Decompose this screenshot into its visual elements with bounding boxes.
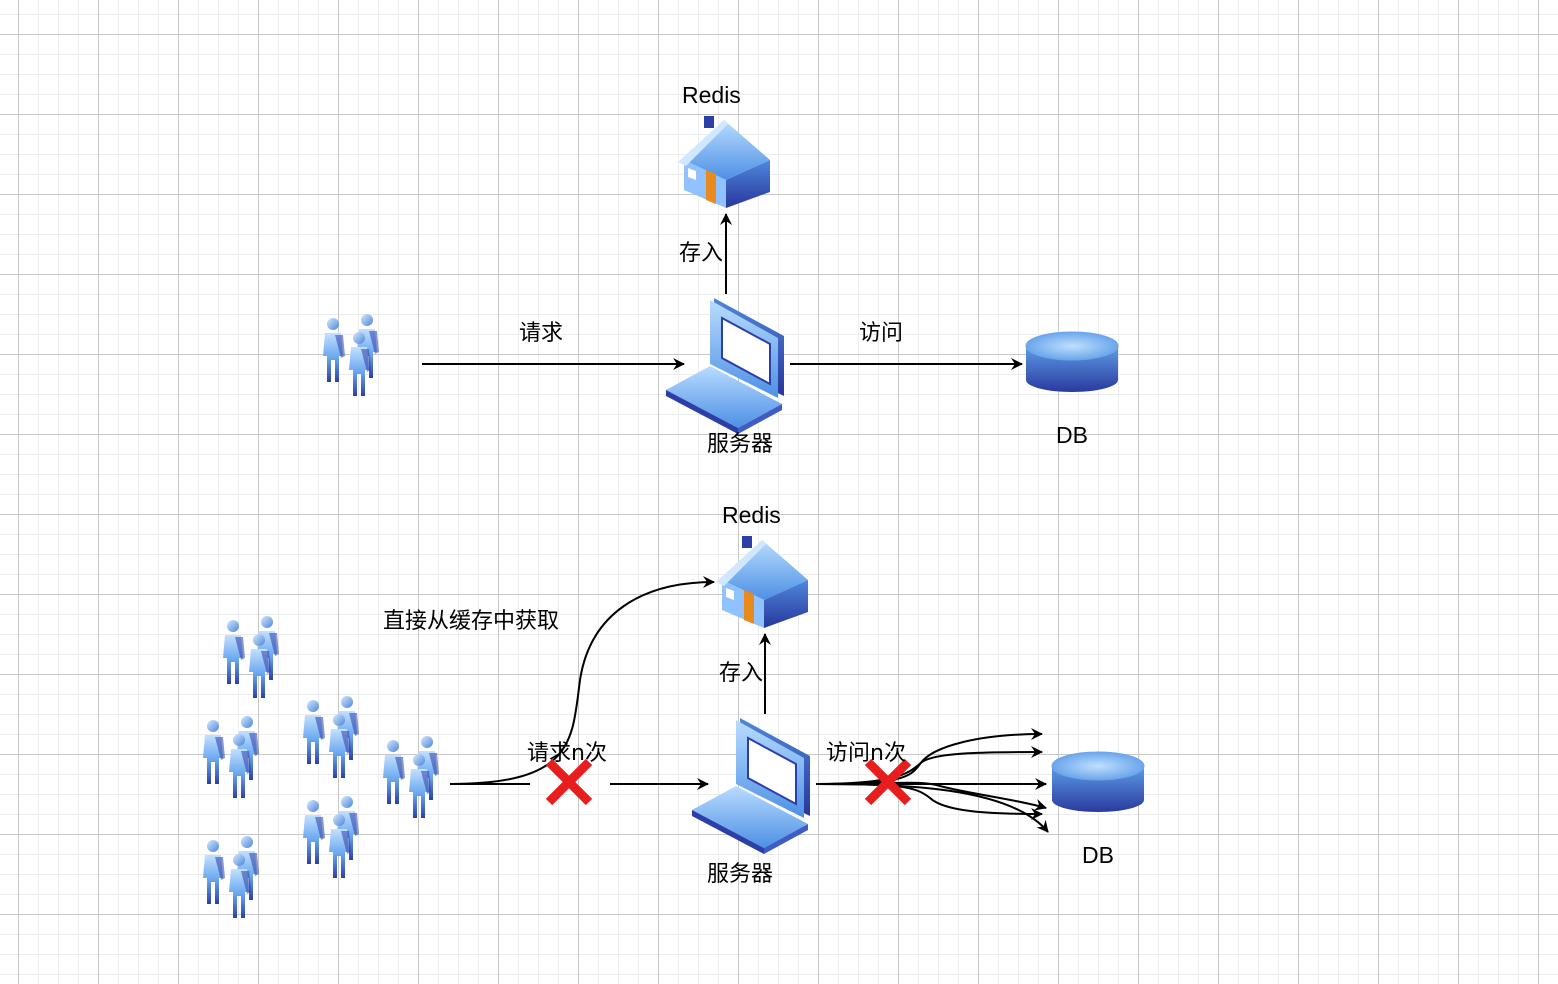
users-group-icon bbox=[223, 616, 279, 698]
users-group-icon bbox=[303, 796, 359, 878]
bottom-redis-label: Redis bbox=[722, 502, 781, 528]
users-group-icon bbox=[303, 696, 359, 778]
database-cylinder-icon bbox=[1051, 751, 1145, 813]
bottom-request-label: 请求n次 bbox=[527, 741, 607, 766]
top-store-label: 存入 bbox=[679, 241, 724, 266]
users-group-icon bbox=[203, 716, 259, 798]
users-group-icon bbox=[203, 836, 259, 918]
red-x-icon bbox=[549, 762, 589, 802]
bottom-fetch-curve bbox=[449, 576, 715, 785]
database-cylinder-icon bbox=[1025, 331, 1119, 393]
house-icon bbox=[678, 116, 770, 208]
laptop-server-icon bbox=[691, 717, 811, 855]
bottom-store-label: 存入 bbox=[719, 661, 764, 686]
top-request-label: 请求 bbox=[519, 321, 564, 346]
bottom-db-label: DB bbox=[1082, 842, 1114, 868]
users-group-icon bbox=[323, 314, 379, 396]
top-access-label: 访问 bbox=[859, 321, 904, 346]
bottom-access-fan bbox=[815, 728, 1049, 833]
laptop-server-icon bbox=[665, 297, 785, 435]
top-server-label: 服务器 bbox=[707, 432, 774, 457]
house-icon bbox=[716, 536, 808, 628]
users-group-icon bbox=[383, 736, 439, 818]
bottom-server-label: 服务器 bbox=[707, 862, 774, 887]
top-db-label: DB bbox=[1056, 422, 1088, 448]
bottom-access-label: 访问n次 bbox=[826, 741, 906, 766]
top-redis-label: Redis bbox=[682, 82, 741, 108]
bottom-fetch-label: 直接从缓存中获取 bbox=[383, 609, 560, 634]
